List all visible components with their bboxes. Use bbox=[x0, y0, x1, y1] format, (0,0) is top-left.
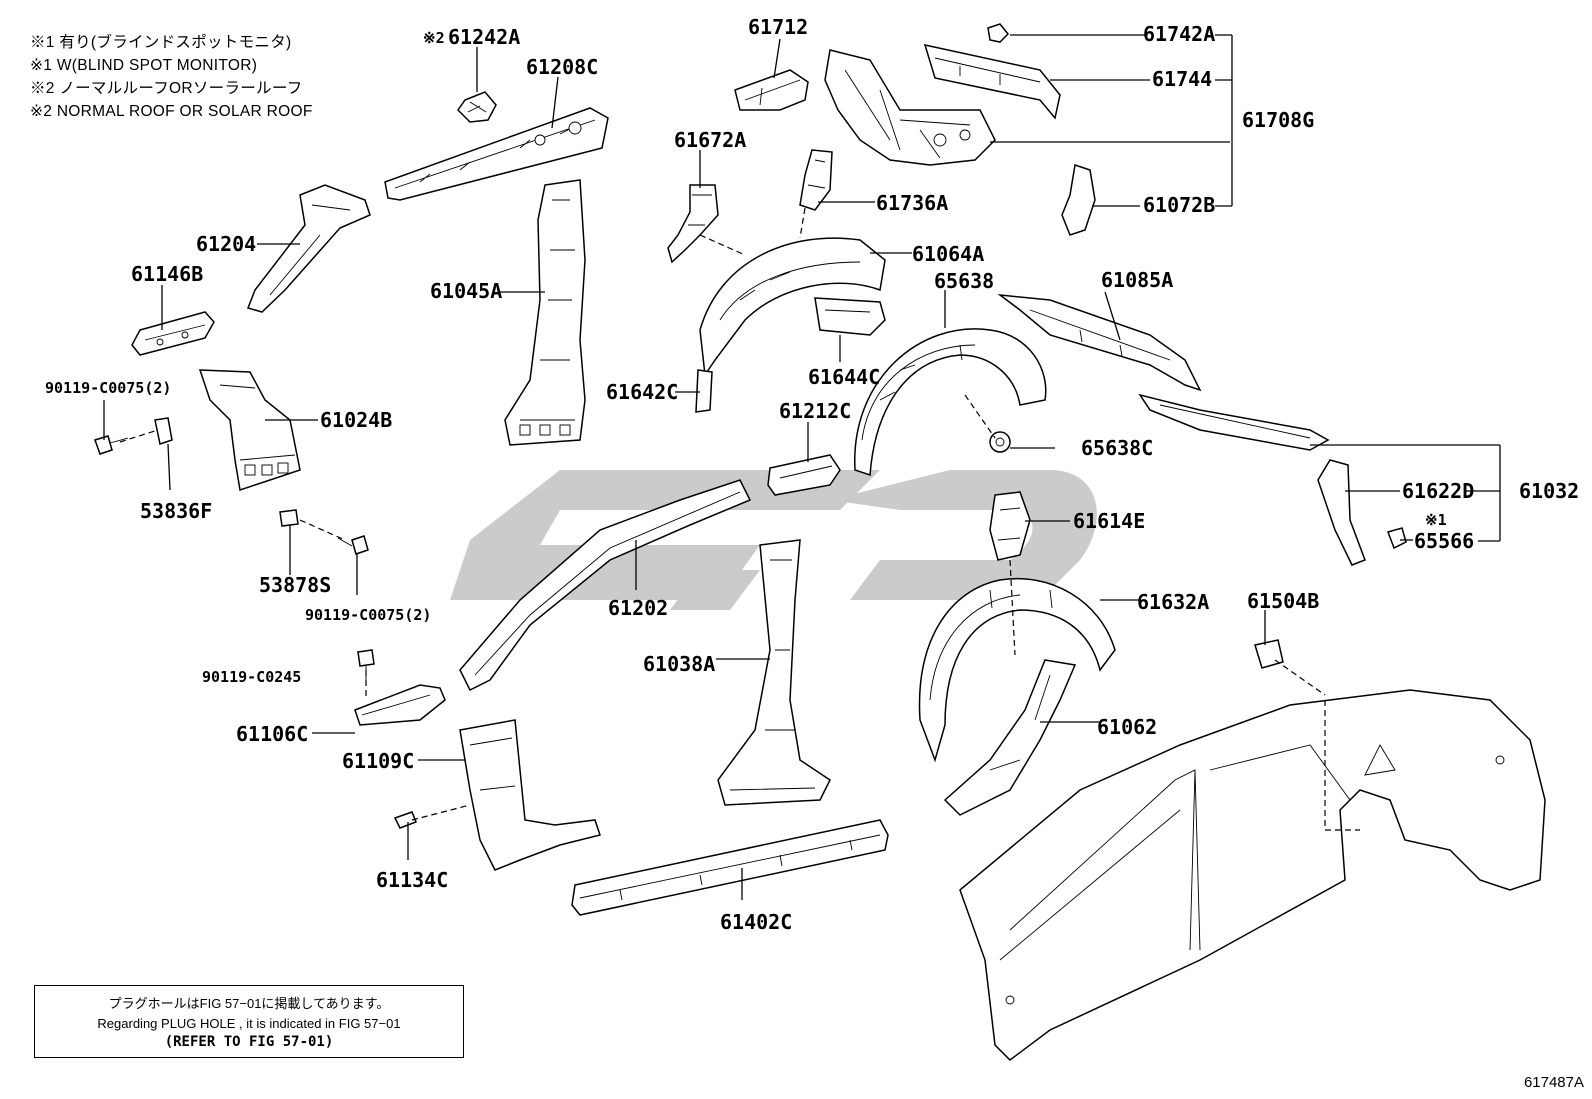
part-61736A bbox=[799, 149, 833, 211]
label-90119-C0075-a: 90119-C0075(2) bbox=[45, 379, 171, 397]
label-61642C: 61642C bbox=[606, 380, 678, 404]
bolt-90119-C0075-b bbox=[337, 535, 369, 555]
part-61708G bbox=[824, 49, 996, 166]
label-61644C: 61644C bbox=[808, 365, 880, 389]
part-61062 bbox=[943, 659, 1077, 816]
part-61504B bbox=[1254, 639, 1284, 669]
label-61672A: 61672A bbox=[674, 128, 746, 152]
label-61064A: 61064A bbox=[912, 242, 984, 266]
part-61024B bbox=[198, 369, 301, 491]
part-61742A bbox=[987, 23, 1010, 43]
label-61109C: 61109C bbox=[342, 749, 414, 773]
label-61134C: 61134C bbox=[376, 868, 448, 892]
part-61202 bbox=[459, 479, 752, 692]
part-61712 bbox=[734, 69, 809, 111]
part-61242A bbox=[457, 91, 497, 123]
part-65638C bbox=[989, 431, 1011, 453]
bolt-90119-C0245 bbox=[357, 649, 375, 685]
note-line-1: プラグホールはFIG 57−01に掲載してあります。 bbox=[108, 996, 390, 1011]
label-65638: 65638 bbox=[934, 269, 994, 293]
part-61644C bbox=[814, 297, 886, 336]
part-53878S bbox=[279, 509, 299, 527]
label-61072B: 61072B bbox=[1143, 193, 1215, 217]
part-61045A bbox=[504, 179, 586, 446]
label-61504B: 61504B bbox=[1247, 589, 1319, 613]
label-90119-C0245: 90119-C0245 bbox=[202, 668, 301, 686]
part-61146B bbox=[131, 311, 215, 356]
part-61744 bbox=[923, 43, 1061, 120]
label-61038A: 61038A bbox=[643, 652, 715, 676]
legend-line-2: ※1 W(BLIND SPOT MONITOR) bbox=[30, 57, 258, 74]
part-61672A bbox=[667, 184, 719, 264]
label-61712: 61712 bbox=[748, 15, 808, 39]
label-65566: 65566 bbox=[1414, 529, 1474, 553]
label-61106C: 61106C bbox=[236, 722, 308, 746]
mark-61242A: ※2 bbox=[423, 29, 445, 47]
label-61212C: 61212C bbox=[779, 399, 851, 423]
note-line-2: Regarding PLUG HOLE , it is indicated in… bbox=[97, 1016, 401, 1031]
label-61062: 61062 bbox=[1097, 715, 1157, 739]
label-61708G: 61708G bbox=[1242, 108, 1314, 132]
label-61742A: 61742A bbox=[1143, 22, 1215, 46]
part-61402C bbox=[571, 819, 889, 916]
bolt-90119-C0075-a bbox=[94, 435, 129, 455]
label-61402C: 61402C bbox=[720, 910, 792, 934]
label-61614E: 61614E bbox=[1073, 509, 1145, 533]
label-61242A: 61242A bbox=[448, 25, 520, 49]
label-61622D: 61622D bbox=[1402, 479, 1474, 503]
legend: ※1 有り(ブラインドスポットモニタ) ※1 W(BLIND SPOT MONI… bbox=[30, 31, 313, 123]
legend-line-3: ※2 ノーマルルーフORソーラールーフ bbox=[30, 80, 303, 97]
part-61204 bbox=[247, 184, 371, 313]
label-61204: 61204 bbox=[196, 232, 256, 256]
dashed-lines bbox=[119, 207, 1360, 831]
part-61134C bbox=[393, 811, 417, 829]
part-61208C bbox=[384, 107, 609, 201]
part-65638 bbox=[854, 328, 1047, 477]
label-53878S: 53878S bbox=[259, 573, 331, 597]
label-90119-C0075-b: 90119-C0075(2) bbox=[305, 606, 431, 624]
label-61045A: 61045A bbox=[430, 279, 502, 303]
label-61032: 61032 bbox=[1519, 479, 1579, 503]
mark-65566: ※1 bbox=[1425, 511, 1447, 529]
label-61736A: 61736A bbox=[876, 191, 948, 215]
label-61632A: 61632A bbox=[1137, 590, 1209, 614]
part-61038A bbox=[717, 539, 831, 806]
part-61072B bbox=[1061, 164, 1096, 236]
label-61085A: 61085A bbox=[1101, 268, 1173, 292]
part-61622D bbox=[1317, 459, 1366, 566]
part-61032 bbox=[1138, 393, 1330, 451]
label-61744: 61744 bbox=[1152, 67, 1212, 91]
part-61642C bbox=[695, 369, 713, 413]
legend-line-4: ※2 NORMAL ROOF OR SOLAR ROOF bbox=[30, 103, 313, 120]
part-body-side-outer bbox=[959, 689, 1546, 1061]
label-53836F: 53836F bbox=[140, 499, 212, 523]
label-61024B: 61024B bbox=[320, 408, 392, 432]
leader-lines bbox=[103, 34, 1501, 900]
figure-id: 617487A bbox=[1523, 1074, 1584, 1091]
part-61614E bbox=[989, 491, 1031, 561]
part-61109C bbox=[459, 719, 601, 871]
legend-line-1: ※1 有り(ブラインドスポットモニタ) bbox=[30, 34, 292, 51]
part-61106C bbox=[354, 684, 446, 726]
part-61085A bbox=[997, 293, 1202, 392]
part-61064A bbox=[699, 237, 886, 378]
part-61212C bbox=[767, 454, 841, 496]
part-61632A bbox=[918, 578, 1116, 763]
label-61202: 61202 bbox=[608, 596, 668, 620]
part-65566 bbox=[1387, 527, 1407, 550]
part-53836F bbox=[154, 417, 173, 445]
label-61208C: 61208C bbox=[526, 55, 598, 79]
label-61146B: 61146B bbox=[131, 262, 203, 286]
plug-hole-note: プラグホールはFIG 57−01に掲載してあります。 Regarding PLU… bbox=[34, 985, 464, 1058]
label-65638C: 65638C bbox=[1081, 436, 1153, 460]
note-reference: (REFER TO FIG 57-01) bbox=[164, 1034, 334, 1050]
